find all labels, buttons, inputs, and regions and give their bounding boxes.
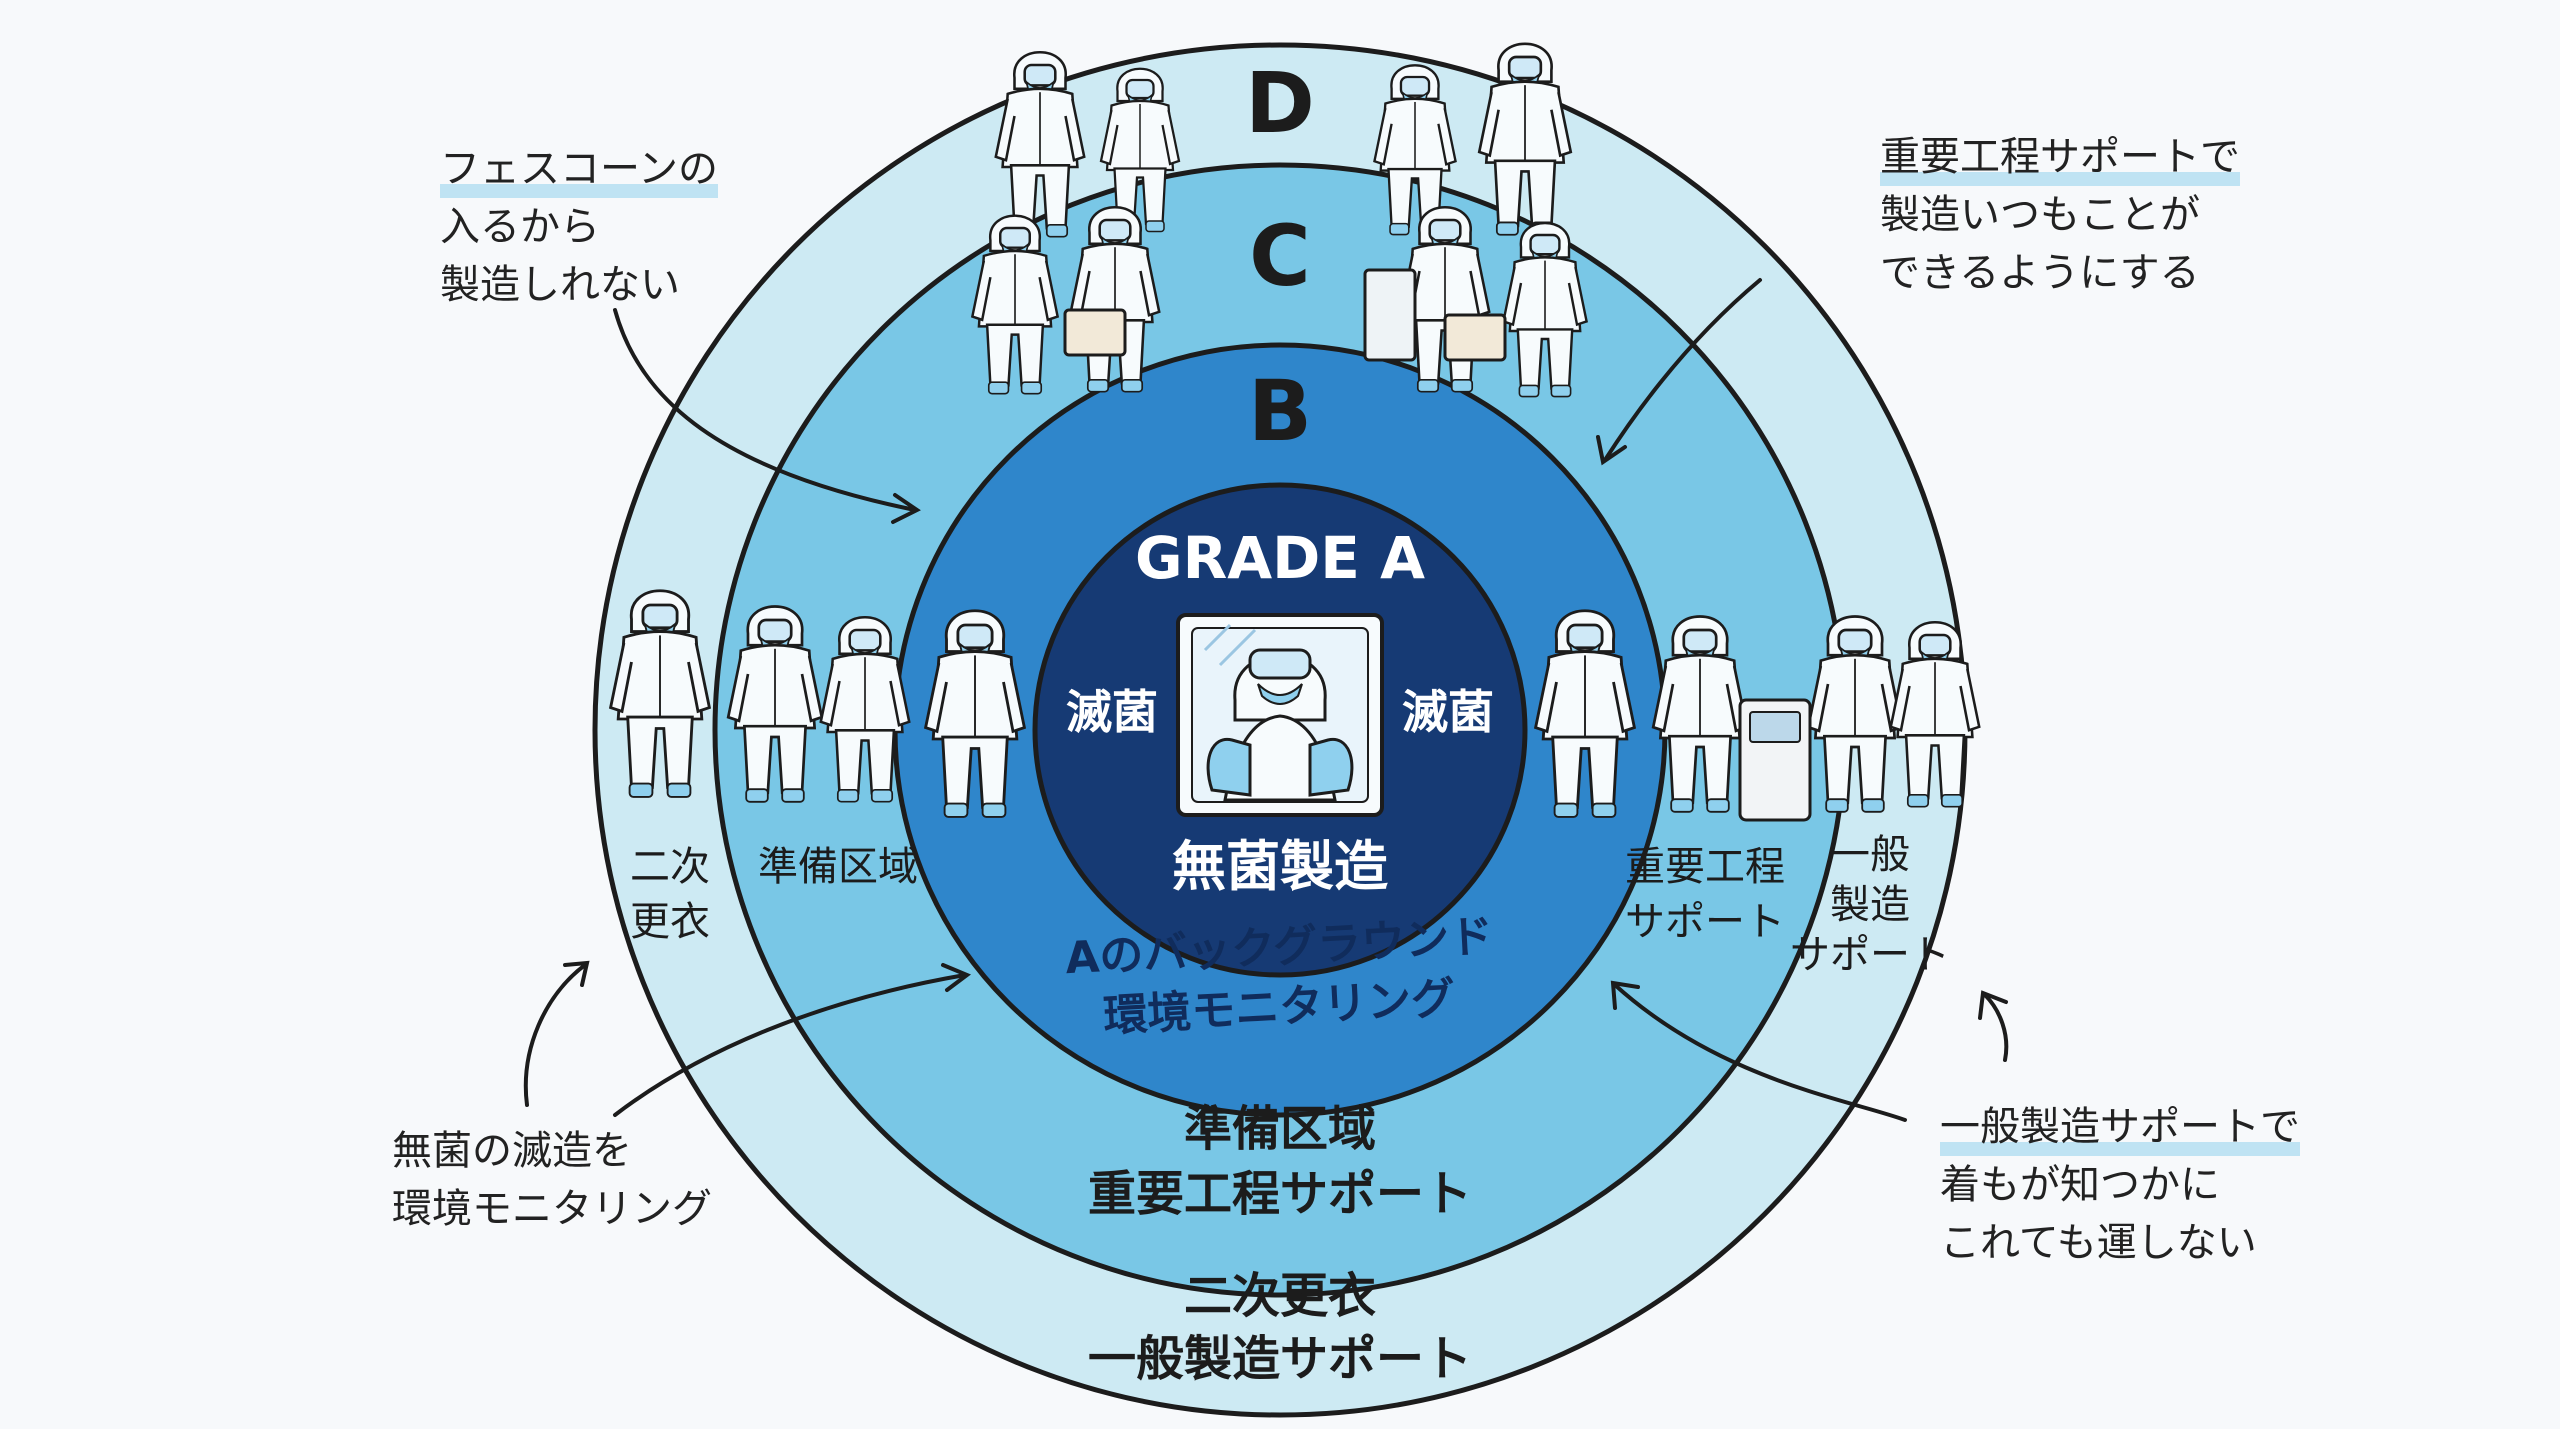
note-top-left-line1: フェスコーンの [440, 140, 718, 198]
zone-d-caption-line2: 一般製造サポート [1088, 1331, 1472, 1387]
arrow-icon [523, 278, 2009, 1122]
core-aseptic-label: 無菌製造 [1172, 835, 1388, 898]
note-bottom-left-line1: 無菌の滅造を [392, 1128, 632, 1174]
note-bottom-left: 無菌の滅造を 環境モニタリング [392, 1122, 712, 1238]
zone-c-letter: C [1249, 207, 1311, 305]
zone-c-left-label: 準備区域 [758, 844, 918, 890]
note-bottom-right: 一般製造サポートで 着もが知つかに これても運しない [1940, 1098, 2300, 1272]
zone-c-caption-line2: 重要工程サポート [1088, 1166, 1472, 1222]
grade-a-title: GRADE A [1135, 524, 1425, 592]
zone-c-right-label-line2: サポート [1625, 899, 1785, 945]
note-bottom-right-line3: これても運しない [1940, 1220, 2257, 1266]
core-left-sterilization-label: 滅菌 [1066, 685, 1158, 739]
note-top-right-line1: 重要工程サポートで [1880, 128, 2240, 186]
zone-c-right-label-line1: 重要工程 [1625, 844, 1785, 890]
note-bottom-right-line1: 一般製造サポートで [1940, 1098, 2300, 1156]
note-bottom-left-line2: 環境モニタリング [392, 1186, 712, 1232]
zone-b-letter: B [1248, 362, 1312, 460]
note-top-right: 重要工程サポートで 製造いつもことが できるようにする [1880, 128, 2240, 302]
zone-d-right-label-line2: 製造 [1830, 882, 1910, 928]
equipment-console-icon [1063, 268, 1507, 362]
equipment-console-icon [1738, 698, 1812, 822]
zone-d-letter: D [1245, 54, 1315, 152]
zone-d-left-label-line1: 二次 [630, 844, 710, 890]
zone-c-caption-line1: 準備区域 [1184, 1101, 1376, 1157]
core-right-sterilization-label: 滅菌 [1402, 685, 1494, 739]
note-bottom-right-line2: 着もが知つかに [1940, 1162, 2220, 1208]
note-top-right-line2: 製造いつもことが [1880, 192, 2200, 238]
note-top-left: フェスコーンの 入るから 製造しれない [440, 140, 718, 314]
note-top-right-line3: できるようにする [1880, 250, 2200, 296]
zone-d-left-label-line2: 更衣 [630, 899, 710, 945]
note-top-left-line2: 入るから [440, 204, 600, 250]
zone-d-caption-line1: 二次更衣 [1184, 1268, 1376, 1324]
note-top-left-line3: 製造しれない [440, 262, 680, 308]
zone-d-right-label-line3: サポート [1790, 932, 1950, 978]
isolator-glovebox-icon [1176, 613, 1384, 817]
zone-d-right-label-line1: 一般 [1830, 832, 1910, 878]
